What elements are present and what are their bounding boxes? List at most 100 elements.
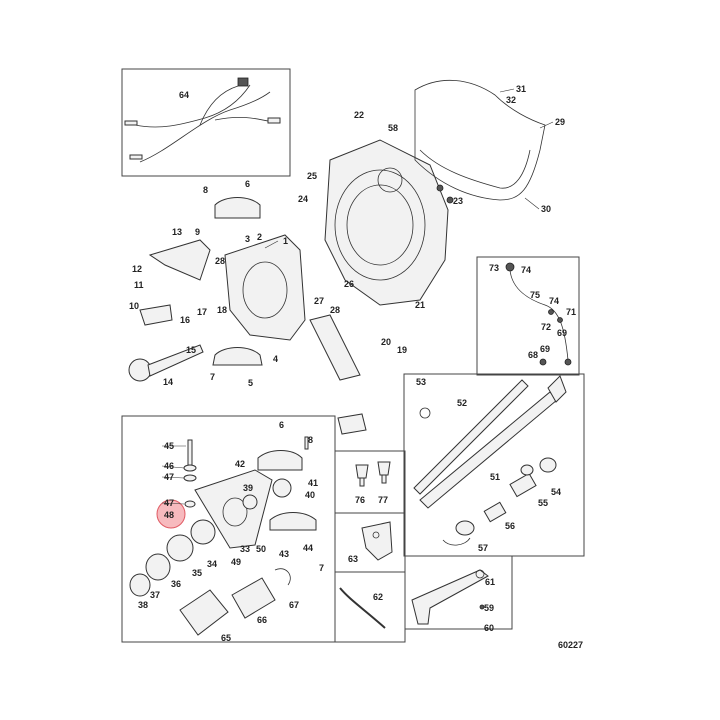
callout-label: 75 xyxy=(530,290,540,300)
callout-label: 59 xyxy=(484,603,494,613)
callout-label: 38 xyxy=(138,600,148,610)
detail-box-shift-linkage xyxy=(404,555,513,630)
callout-label: 16 xyxy=(180,315,190,325)
callout-label: 31 xyxy=(516,84,526,94)
callout-label: 35 xyxy=(192,568,202,578)
callout-label: 29 xyxy=(555,117,565,127)
callout-label: 6 xyxy=(279,420,284,430)
detail-box-fittings-76-77 xyxy=(334,450,406,514)
callout-label: 61 xyxy=(485,577,495,587)
detail-box-exhaust-tubes xyxy=(403,373,585,557)
callout-label: 71 xyxy=(566,307,576,317)
callout-label: 4 xyxy=(273,354,278,364)
mount-bracket-left xyxy=(139,239,211,326)
callout-label: 44 xyxy=(303,543,313,553)
callout-label: 20 xyxy=(381,337,391,347)
bearing-stack xyxy=(129,519,216,597)
callout-label: 25 xyxy=(307,171,317,181)
callout-label: 39 xyxy=(243,483,253,493)
detail-box-hose-fittings xyxy=(476,256,580,376)
callout-label: 6 xyxy=(245,179,250,189)
callout-label: 69 xyxy=(540,344,550,354)
callout-label: 50 xyxy=(256,544,266,554)
callout-label: 76 xyxy=(355,495,365,505)
callout-label: 17 xyxy=(197,307,207,317)
bearing-carrier xyxy=(194,469,273,549)
callout-label: 19 xyxy=(397,345,407,355)
callout-label: 13 xyxy=(172,227,182,237)
callout-label: 68 xyxy=(528,350,538,360)
callout-label: 23 xyxy=(453,196,463,206)
callout-label: 66 xyxy=(257,615,267,625)
callout-label: 57 xyxy=(478,543,488,553)
leader-lines xyxy=(161,88,554,505)
callout-label: 60 xyxy=(484,623,494,633)
callout-label: 27 xyxy=(314,296,324,306)
callout-label: 30 xyxy=(541,204,551,214)
callout-label: 47 xyxy=(164,498,174,508)
output-shaft xyxy=(128,344,204,382)
callout-label: 34 xyxy=(207,559,217,569)
callout-label: 74 xyxy=(549,296,559,306)
callout-label: 40 xyxy=(305,490,315,500)
callout-label: 36 xyxy=(171,579,181,589)
callout-label: 53 xyxy=(416,377,426,387)
callout-label: 63 xyxy=(348,554,358,564)
callout-label: 73 xyxy=(489,263,499,273)
engine-mount-right xyxy=(309,314,367,435)
callout-label: 46 xyxy=(164,461,174,471)
callout-label: 43 xyxy=(279,549,289,559)
callout-label: 8 xyxy=(308,435,313,445)
callout-label: 22 xyxy=(354,110,364,120)
callout-label: 41 xyxy=(308,478,318,488)
detail-box-wiring-harness xyxy=(121,68,291,177)
callout-label: 10 xyxy=(129,301,139,311)
callout-label: 26 xyxy=(344,279,354,289)
detail-box-tube-62 xyxy=(334,571,406,643)
callout-label: 28 xyxy=(330,305,340,315)
callout-label: 56 xyxy=(505,521,515,531)
clamp-halves xyxy=(212,197,317,531)
callout-label: 42 xyxy=(235,459,245,469)
callout-label: 3 xyxy=(245,234,250,244)
callout-label: 14 xyxy=(163,377,173,387)
callout-label: 49 xyxy=(231,557,241,567)
adapter-plate xyxy=(224,234,306,341)
callout-label: 11 xyxy=(134,280,144,290)
callout-label: 67 xyxy=(289,600,299,610)
detail-box-bracket-63 xyxy=(334,512,406,573)
callout-label: 8 xyxy=(203,185,208,195)
callout-label: 12 xyxy=(132,264,142,274)
highlight-marker xyxy=(156,499,186,529)
callout-label: 21 xyxy=(415,300,425,310)
callout-label: 54 xyxy=(551,487,561,497)
callout-label: 65 xyxy=(221,633,231,643)
callout-label: 9 xyxy=(195,227,200,237)
callout-label: 55 xyxy=(538,498,548,508)
callout-label: 32 xyxy=(506,95,516,105)
callout-label: 52 xyxy=(457,398,467,408)
callout-label: 77 xyxy=(378,495,388,505)
callout-label: 7 xyxy=(319,563,324,573)
washers-and-bolts xyxy=(183,436,309,510)
callout-label: 74 xyxy=(521,265,531,275)
callout-label: 72 xyxy=(541,322,551,332)
callout-label: 48 xyxy=(164,510,174,520)
callout-label: 28 xyxy=(215,256,225,266)
callout-label: 47 xyxy=(164,472,174,482)
callout-label: 51 xyxy=(490,472,500,482)
callout-label: 33 xyxy=(240,544,250,554)
callout-label: 58 xyxy=(388,123,398,133)
flywheel-housing xyxy=(324,139,454,306)
callout-label: 1 xyxy=(283,236,288,246)
figure-number: 60227 xyxy=(558,640,583,650)
callout-label: 24 xyxy=(298,194,308,204)
callout-label: 5 xyxy=(248,378,253,388)
intake-tube-and-bellows xyxy=(179,568,291,636)
callout-label: 69 xyxy=(557,328,567,338)
callout-label: 62 xyxy=(373,592,383,602)
callout-label: 15 xyxy=(186,345,196,355)
callout-label: 18 xyxy=(217,305,227,315)
callout-label: 7 xyxy=(210,372,215,382)
